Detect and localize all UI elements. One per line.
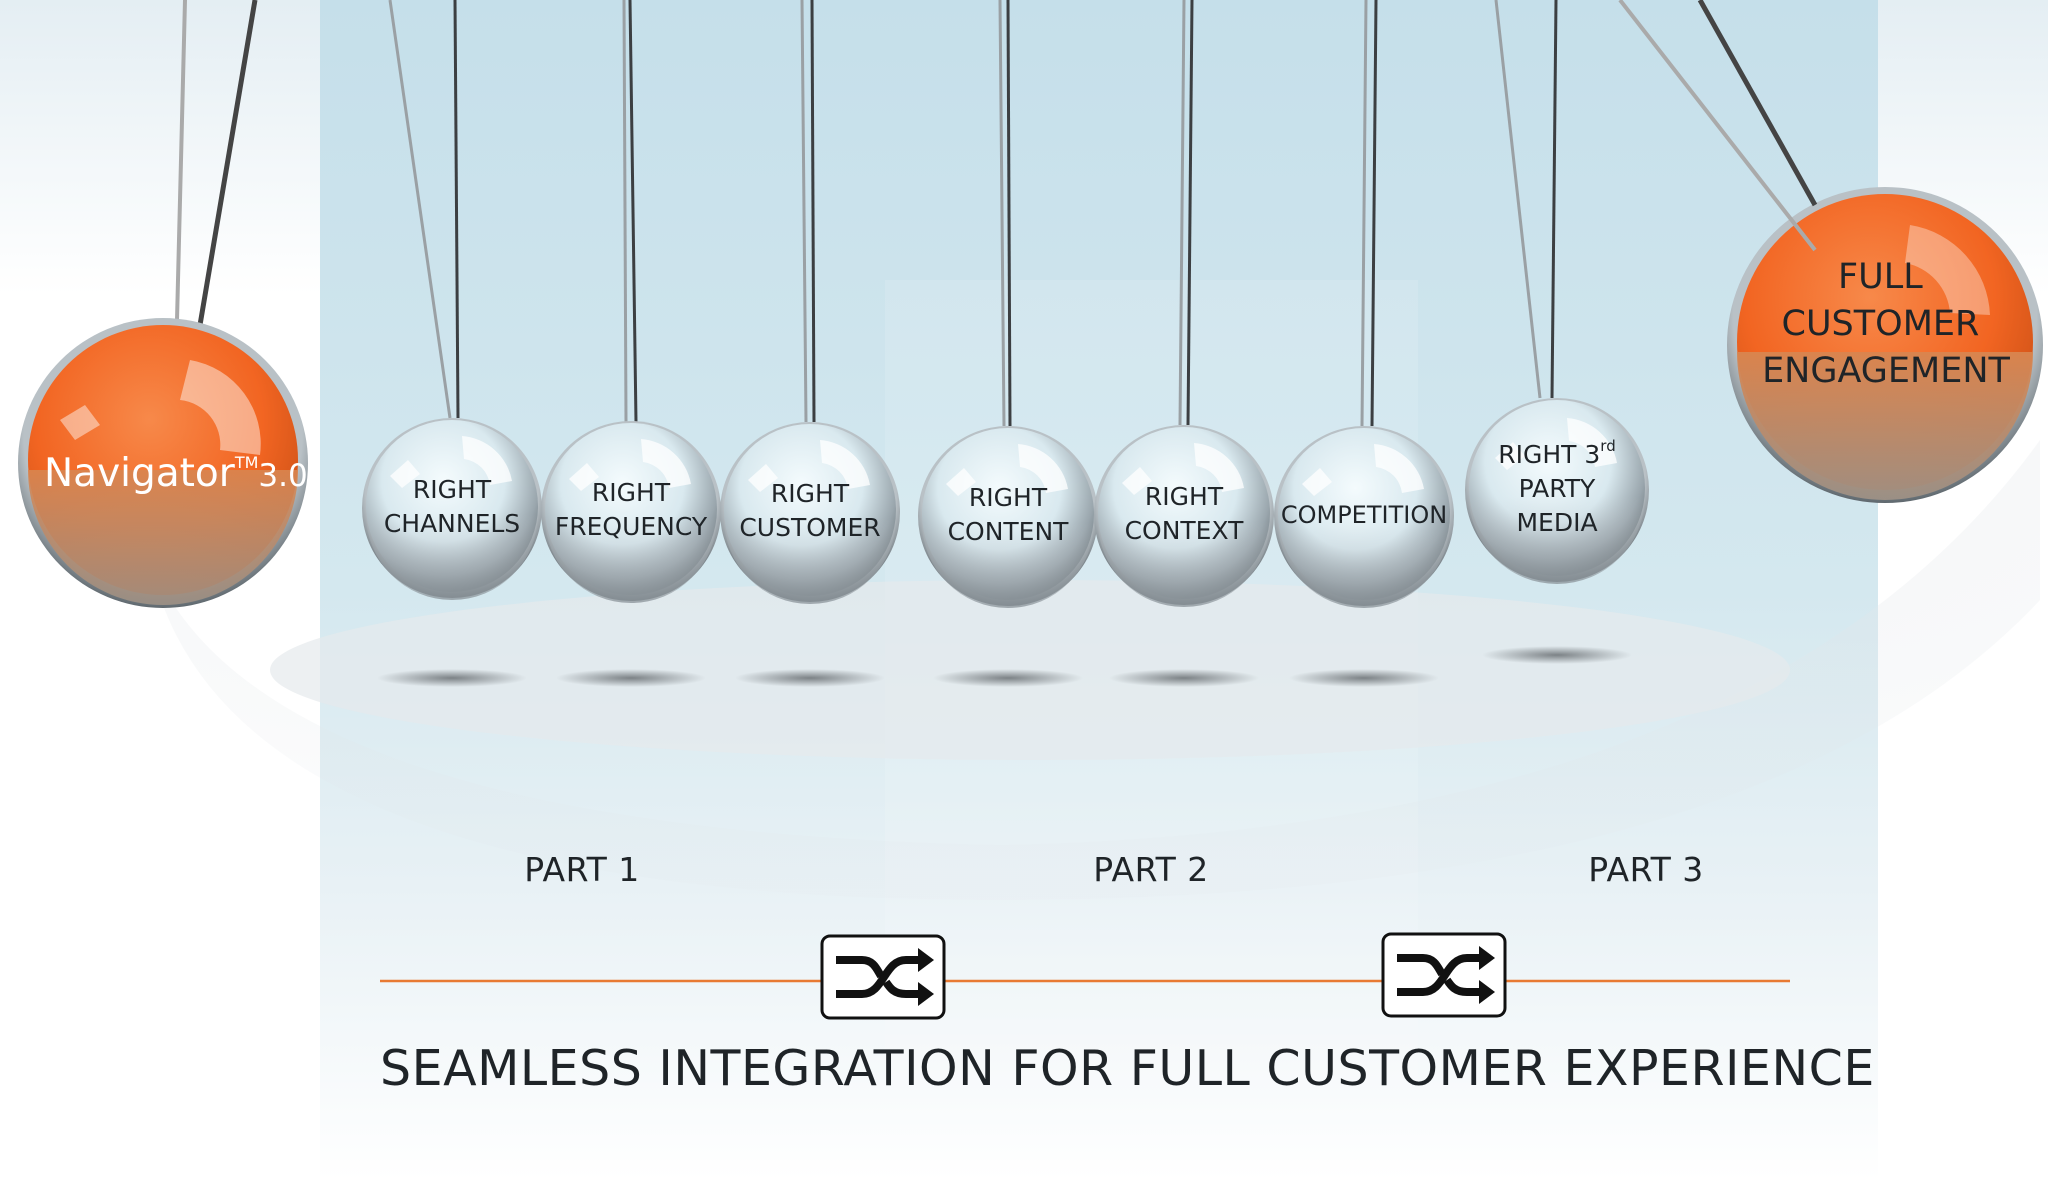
ball-label: RIGHT CONTENT — [948, 483, 1070, 546]
ball-label: COMPETITION — [1281, 501, 1447, 529]
ball-string — [810, 0, 816, 423]
shuffle-icon — [1381, 932, 1507, 1018]
ball: RIGHT CHANNELS — [362, 418, 542, 600]
svg-text:NavigatorTM3.0: NavigatorTM3.0 — [44, 451, 308, 496]
ball-label-line: FREQUENCY — [555, 512, 708, 541]
ball-shadows — [377, 646, 1632, 687]
ball-label-line: CONTEXT — [1125, 516, 1245, 545]
ball-label: RIGHT CONTEXT — [1125, 482, 1245, 545]
pendulum-strings — [174, 0, 1558, 427]
ball-label: RIGHT CUSTOMER — [739, 479, 880, 542]
ball-label-line: RIGHT — [1145, 482, 1224, 511]
ball-string — [998, 0, 1006, 427]
full-engagement-ball: FULL CUSTOMER ENGAGEMENT — [1727, 187, 2043, 503]
ball-label-line: RIGHT — [413, 475, 492, 504]
ball: COMPETITION — [1274, 426, 1454, 608]
ball-string — [1360, 0, 1368, 427]
footer-title: SEAMLESS INTEGRATION FOR FULL CUSTOMER E… — [380, 1040, 1875, 1097]
ball-label-line: RIGHT — [969, 483, 1048, 512]
ball-label-line: RIGHT 3 — [1498, 440, 1600, 469]
ball-label-line: RIGHT — [592, 478, 671, 507]
engagement-string-b — [1618, 0, 1817, 252]
navigator-ball: NavigatorTM3.0 — [18, 318, 308, 608]
part-2-label: PART 2 — [1093, 850, 1209, 889]
pendulum-balls: RIGHT CHANNELS RIGHT FREQUENCY RIGHT CUSTOMER… — [362, 398, 1649, 608]
navigator-tm: TM — [234, 453, 259, 472]
engagement-string-a — [1697, 0, 1818, 207]
ball-label-line: CONTENT — [948, 517, 1070, 546]
ball-label: RIGHT FREQUENCY — [555, 478, 708, 541]
ball-string — [1550, 0, 1558, 399]
ball-label: RIGHT CHANNELS — [384, 475, 520, 538]
ball-shadow — [556, 669, 706, 687]
ball-shadow — [933, 669, 1083, 687]
ball: RIGHT FREQUENCY — [541, 421, 721, 603]
ball: RIGHT CONTENT — [918, 426, 1098, 608]
navigator-string-b — [197, 0, 258, 326]
ball-string — [1370, 0, 1378, 427]
ball-string — [1186, 0, 1194, 426]
engagement-line-2: CUSTOMER — [1782, 304, 1980, 344]
ball-shadow — [735, 669, 885, 687]
ball-label-line: MEDIA — [1516, 508, 1597, 537]
reflection-basin — [150, 440, 2040, 900]
ball-string — [1006, 0, 1012, 427]
engagement-line-3: ENGAGEMENT — [1762, 351, 2010, 391]
ball-shadow — [1289, 669, 1439, 687]
ball-shadow — [1109, 669, 1259, 687]
part-3-label: PART 3 — [1588, 850, 1704, 889]
navigator-version: 3.0 — [258, 458, 307, 494]
part-1-label: PART 1 — [524, 850, 640, 889]
ball-string — [800, 0, 808, 423]
ball-shadow — [377, 669, 527, 687]
navigator-string-a — [174, 0, 187, 361]
ball-string — [1178, 0, 1186, 426]
ball-string — [622, 0, 628, 423]
ball: RIGHT CONTEXT — [1094, 425, 1274, 607]
ball-label-line: COMPETITION — [1281, 501, 1447, 529]
engagement-line-1: FULL — [1838, 257, 1923, 297]
ball-shadow — [1482, 646, 1632, 664]
ball-label-superscript: rd — [1600, 437, 1615, 455]
navigator-label: Navigator — [44, 451, 236, 496]
svg-text:FULL CUSTOMER ENGA: FULL CUSTOMER ENGAGEMENT — [1762, 257, 2010, 391]
ball-label-line: RIGHT — [771, 479, 850, 508]
ball-string — [388, 0, 452, 419]
ball-string — [1494, 0, 1542, 399]
ball-label-line: PARTY — [1519, 474, 1596, 503]
ball-label-line: CUSTOMER — [739, 513, 880, 542]
shuffle-icon — [820, 934, 946, 1020]
ball-label-line: CHANNELS — [384, 509, 520, 538]
ball-string — [453, 0, 460, 419]
ball-string — [628, 0, 638, 423]
ball: RIGHT CUSTOMER — [720, 422, 900, 604]
